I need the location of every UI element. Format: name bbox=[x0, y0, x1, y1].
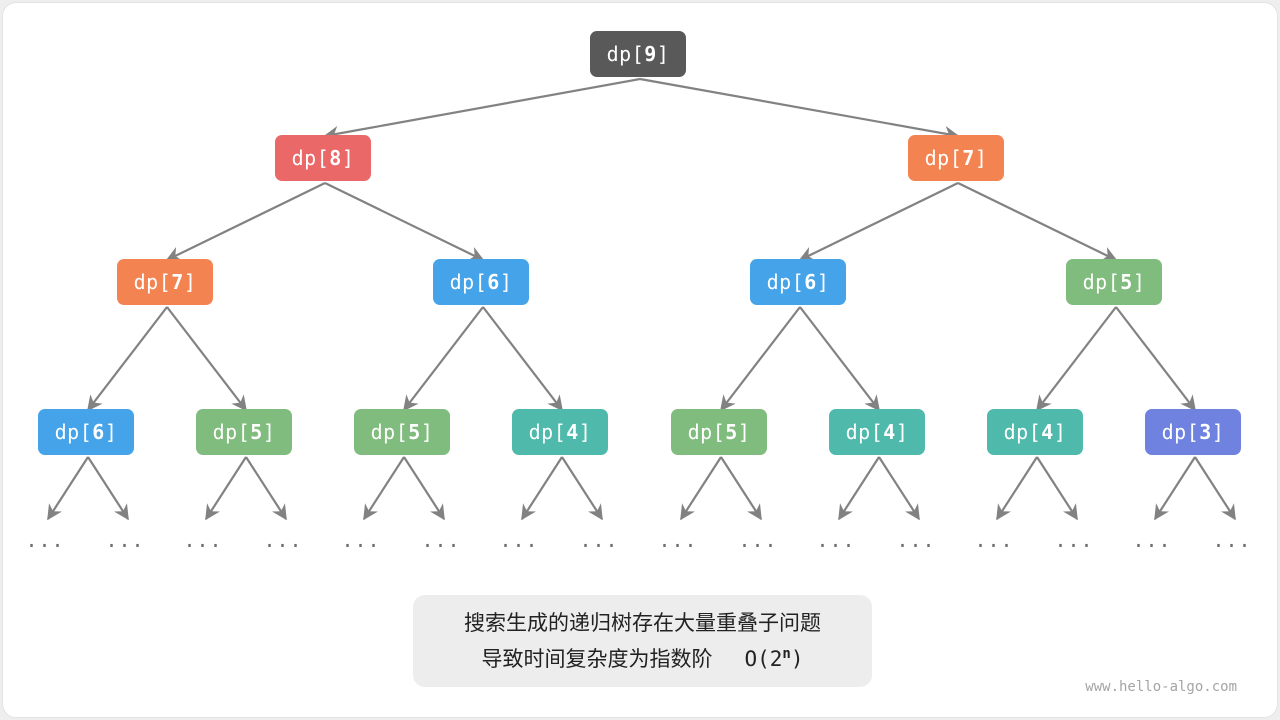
tree-node-dp-5: dp[5] bbox=[354, 409, 450, 455]
tree-node-dp-6: dp[6] bbox=[38, 409, 134, 455]
tree-node-dp-5: dp[5] bbox=[671, 409, 767, 455]
tree-edge-truncated bbox=[838, 456, 880, 521]
tree-edge-truncated bbox=[363, 456, 405, 521]
ellipsis-placeholder: ... bbox=[1212, 528, 1252, 552]
ellipsis-placeholder: ... bbox=[658, 528, 698, 552]
tree-edge bbox=[324, 182, 485, 261]
tree-edge-truncated bbox=[720, 456, 762, 521]
tree-node-dp-7: dp[7] bbox=[908, 135, 1004, 181]
ellipsis-placeholder: ... bbox=[579, 528, 619, 552]
tree-edge bbox=[482, 306, 563, 412]
tree-edge-truncated bbox=[996, 456, 1038, 521]
tree-edge bbox=[165, 182, 326, 261]
tree-edge-truncated bbox=[1036, 456, 1078, 521]
tree-edge-truncated bbox=[878, 456, 920, 521]
tree-edge-truncated bbox=[680, 456, 722, 521]
ellipsis-placeholder: ... bbox=[183, 528, 223, 552]
watermark: www.hello-algo.com bbox=[1085, 679, 1237, 695]
tree-node-dp-7: dp[7] bbox=[117, 259, 213, 305]
tree-node-dp-8: dp[8] bbox=[275, 135, 371, 181]
tree-edge-truncated bbox=[1194, 456, 1236, 521]
tree-edge bbox=[166, 306, 247, 412]
caption-line-2: 导致时间复杂度为指数阶 O(2n) bbox=[481, 639, 803, 675]
ellipsis-placeholder: ... bbox=[421, 528, 461, 552]
tree-node-dp-9: dp[9] bbox=[590, 31, 686, 77]
tree-edge-truncated bbox=[521, 456, 563, 521]
tree-edge bbox=[639, 77, 960, 142]
tree-edge-truncated bbox=[47, 456, 89, 521]
tree-edge bbox=[87, 306, 168, 412]
tree-edge-truncated bbox=[1154, 456, 1196, 521]
ellipsis-placeholder: ... bbox=[1132, 528, 1172, 552]
tree-node-dp-3: dp[3] bbox=[1145, 409, 1241, 455]
ellipsis-placeholder: ... bbox=[263, 528, 303, 552]
tree-node-dp-5: dp[5] bbox=[196, 409, 292, 455]
tree-edge-truncated bbox=[205, 456, 247, 521]
tree-node-dp-4: dp[4] bbox=[512, 409, 608, 455]
caption-line-2-text: 导致时间复杂度为指数阶 bbox=[481, 646, 713, 671]
tree-edge bbox=[799, 306, 880, 412]
ellipsis-placeholder: ... bbox=[738, 528, 778, 552]
ellipsis-placeholder: ... bbox=[974, 528, 1014, 552]
tree-edge bbox=[798, 182, 959, 261]
ellipsis-placeholder: ... bbox=[341, 528, 381, 552]
ellipsis-placeholder: ... bbox=[25, 528, 65, 552]
tree-edge-truncated bbox=[403, 456, 445, 521]
tree-edge bbox=[323, 77, 641, 142]
ellipsis-placeholder: ... bbox=[105, 528, 145, 552]
tree-node-dp-4: dp[4] bbox=[987, 409, 1083, 455]
tree-node-dp-6: dp[6] bbox=[750, 259, 846, 305]
tree-edge-truncated bbox=[245, 456, 287, 521]
tree-node-dp-6: dp[6] bbox=[433, 259, 529, 305]
tree-edge bbox=[403, 306, 484, 412]
tree-edge bbox=[957, 182, 1118, 261]
ellipsis-placeholder: ... bbox=[499, 528, 539, 552]
complexity-formula: O(2n) bbox=[744, 645, 804, 671]
recursion-tree-edges bbox=[47, 77, 1236, 521]
tree-edge-truncated bbox=[87, 456, 129, 521]
caption-line-1: 搜索生成的递归树存在大量重叠子问题 bbox=[464, 610, 821, 635]
tree-edge-truncated bbox=[561, 456, 603, 521]
ellipsis-placeholder: ... bbox=[896, 528, 936, 552]
tree-edge bbox=[720, 306, 801, 412]
ellipsis-placeholder: ... bbox=[816, 528, 856, 552]
tree-node-dp-4: dp[4] bbox=[829, 409, 925, 455]
tree-edge bbox=[1115, 306, 1196, 412]
tree-edge bbox=[1036, 306, 1117, 412]
ellipsis-placeholder: ... bbox=[1054, 528, 1094, 552]
caption-box: 搜索生成的递归树存在大量重叠子问题 导致时间复杂度为指数阶 O(2n) bbox=[413, 595, 872, 687]
tree-node-dp-5: dp[5] bbox=[1066, 259, 1162, 305]
